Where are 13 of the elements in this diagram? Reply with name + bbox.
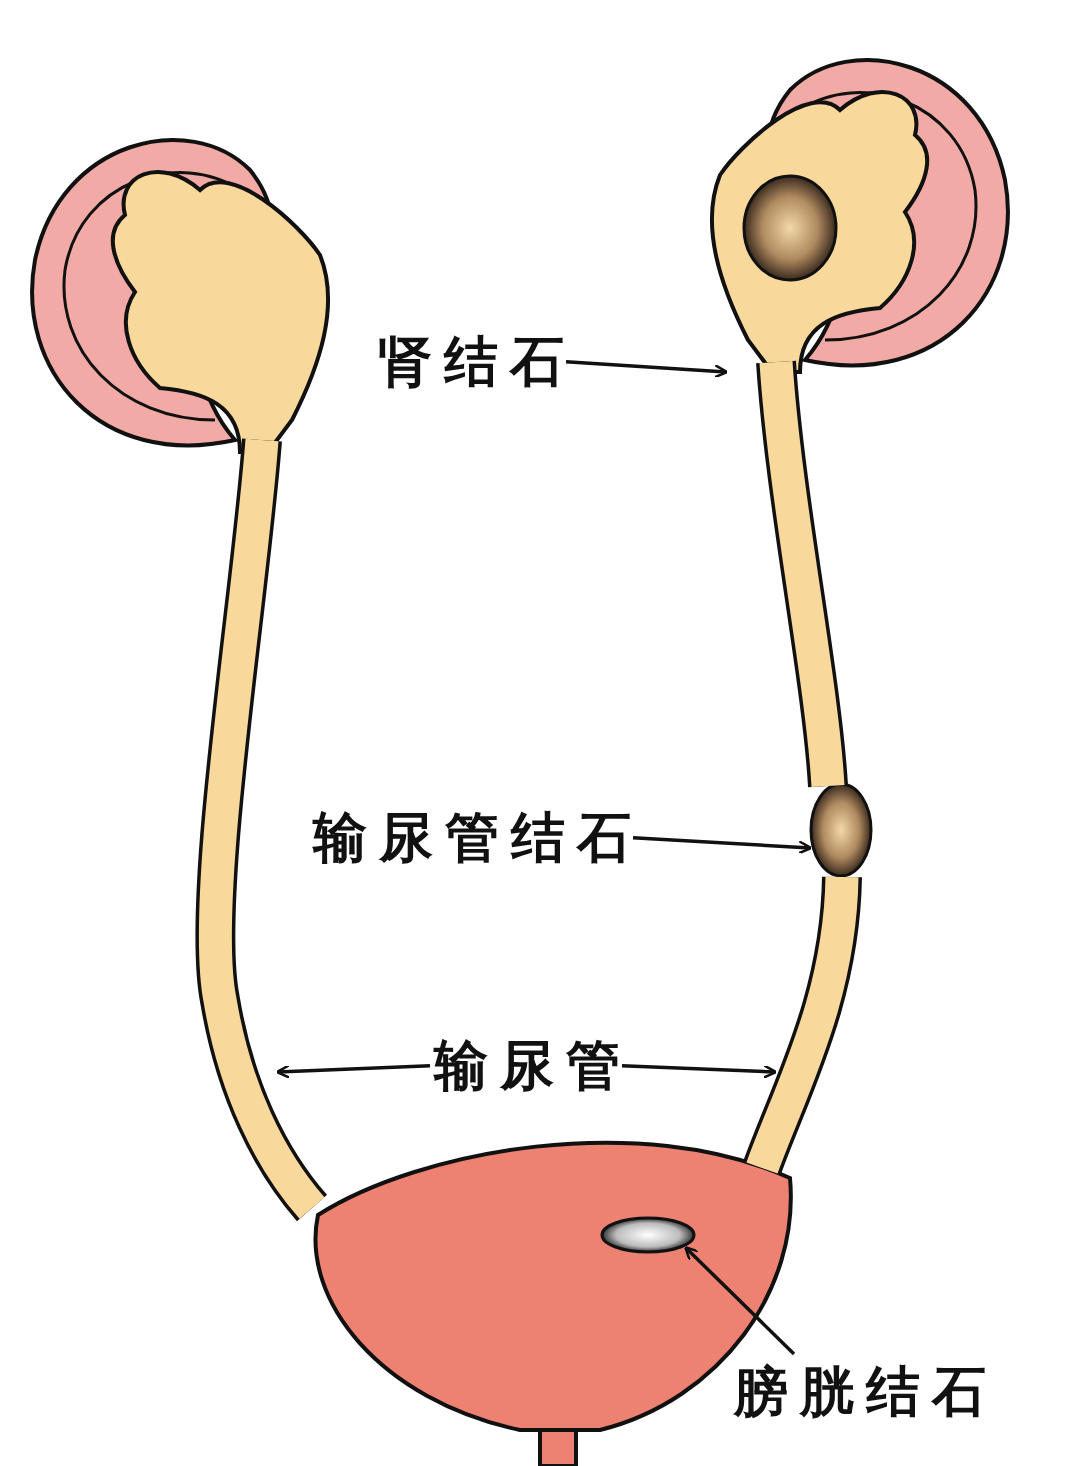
- kidney-drawing: [710, 58, 1010, 374]
- callout-label: 肾结石: [378, 332, 576, 392]
- bladder-stone: [600, 1216, 696, 1254]
- leader-arrow: [621, 1063, 778, 1079]
- leader-arrow: [275, 1063, 431, 1079]
- callout-label: 输尿管结石: [313, 808, 643, 868]
- ureter-stone: [809, 782, 873, 878]
- leader-arrow: [565, 359, 729, 379]
- leader-arrow: [632, 835, 813, 855]
- ureter-drawing: [743, 360, 862, 1175]
- leader-arrow: [684, 1246, 796, 1356]
- callout-label: 膀胱结石: [734, 1362, 998, 1422]
- callout-label: 输尿管: [434, 1036, 632, 1096]
